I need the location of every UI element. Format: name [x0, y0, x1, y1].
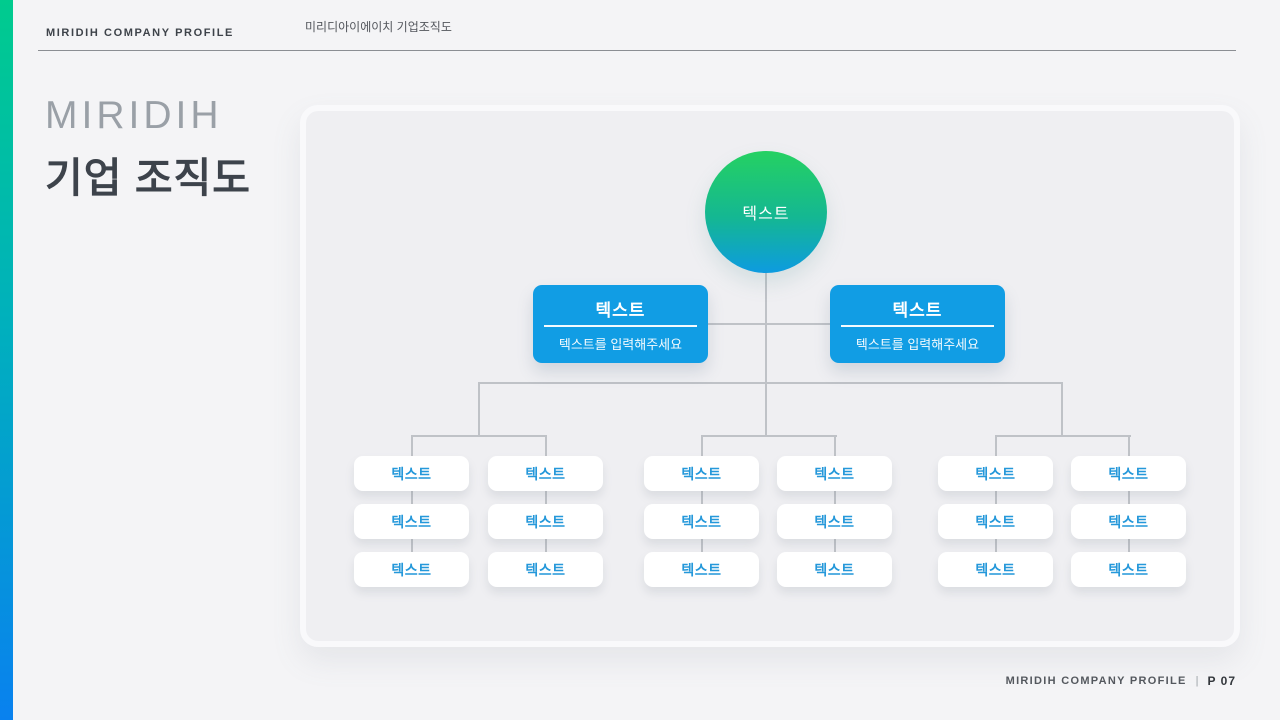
manager-placeholder[interactable]: 텍스트를 입력해주세요	[855, 337, 980, 352]
connector-bracket-center	[701, 435, 837, 437]
manager-title: 텍스트	[595, 301, 646, 320]
connector-column-2	[545, 435, 547, 567]
page-title-en: MIRIDIH	[45, 94, 223, 137]
connector-drop-left	[478, 382, 480, 436]
manager-title: 텍스트	[892, 301, 943, 320]
org-root-label: 텍스트	[742, 206, 790, 223]
connector-drop-right	[1061, 382, 1063, 436]
org-leaf-node[interactable]: 텍스트	[488, 504, 603, 539]
org-leaf-node[interactable]: 텍스트	[644, 552, 759, 587]
org-manager-node-left[interactable]: 텍스트 텍스트를 입력해주세요	[533, 285, 708, 363]
connector-bracket-left	[411, 435, 547, 437]
org-leaf-node[interactable]: 텍스트	[354, 552, 469, 587]
connector-column-6	[1128, 435, 1130, 567]
org-manager-node-right[interactable]: 텍스트 텍스트를 입력해주세요	[830, 285, 1005, 363]
footer: MIRIDIH COMPANY PROFILE | P 07	[1006, 674, 1236, 688]
connector-column-3	[701, 435, 703, 567]
org-leaf-node[interactable]: 텍스트	[938, 552, 1053, 587]
connector-bracket-right	[995, 435, 1131, 437]
accent-gradient-bar	[0, 0, 13, 720]
header-divider	[38, 50, 1236, 51]
connector-main-horizontal	[478, 382, 1063, 384]
org-leaf-node[interactable]: 텍스트	[777, 552, 892, 587]
footer-divider: |	[1195, 675, 1199, 687]
org-leaf-node[interactable]: 텍스트	[488, 456, 603, 491]
footer-brand: MIRIDIH COMPANY PROFILE	[1005, 675, 1187, 687]
manager-divider	[841, 325, 994, 327]
footer-page-number: P 07	[1207, 674, 1236, 688]
org-leaf-node[interactable]: 텍스트	[777, 456, 892, 491]
org-root-node[interactable]: 텍스트	[705, 151, 827, 273]
header-subtitle: 미리디아이에이치 기업조직도	[305, 20, 452, 34]
org-leaf-node[interactable]: 텍스트	[354, 456, 469, 491]
connector-root-vertical	[765, 270, 767, 384]
org-leaf-node[interactable]: 텍스트	[938, 504, 1053, 539]
org-leaf-node[interactable]: 텍스트	[644, 456, 759, 491]
page-title-ko: 기업 조직도	[45, 155, 251, 201]
manager-divider	[544, 325, 697, 327]
org-leaf-node[interactable]: 텍스트	[1071, 552, 1186, 587]
org-leaf-node[interactable]: 텍스트	[644, 504, 759, 539]
org-leaf-node[interactable]: 텍스트	[1071, 456, 1186, 491]
connector-column-1	[411, 435, 413, 567]
org-leaf-node[interactable]: 텍스트	[1071, 504, 1186, 539]
org-leaf-node[interactable]: 텍스트	[488, 552, 603, 587]
connector-column-5	[995, 435, 997, 567]
org-leaf-node[interactable]: 텍스트	[354, 504, 469, 539]
connector-drop-center	[765, 382, 767, 436]
org-chart-panel: 텍스트 텍스트 텍스트를 입력해주세요 텍스트 텍스트를 입력해주세요 텍스트 …	[300, 105, 1240, 647]
org-leaf-node[interactable]: 텍스트	[938, 456, 1053, 491]
org-leaf-node[interactable]: 텍스트	[777, 504, 892, 539]
connector-managers-horizontal	[706, 323, 830, 325]
manager-placeholder[interactable]: 텍스트를 입력해주세요	[558, 337, 683, 352]
connector-column-4	[834, 435, 836, 567]
header-brand: MIRIDIH COMPANY PROFILE	[46, 27, 234, 39]
